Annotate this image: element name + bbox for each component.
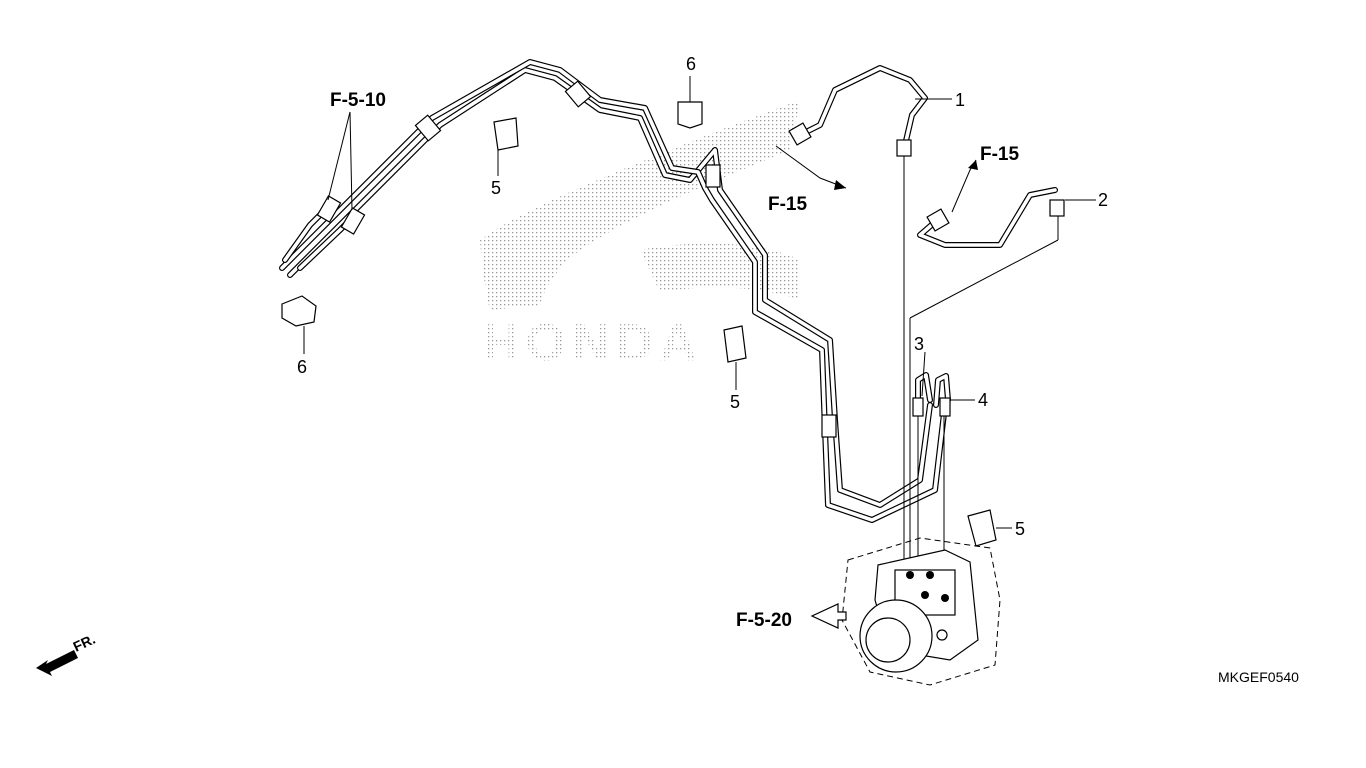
reference-arrows — [327, 98, 1096, 629]
brake-pipe-2 — [909, 187, 1065, 570]
ref-f-5-20: F-5-20 — [736, 610, 792, 631]
brake-pipe-1 — [788, 65, 928, 570]
callout-1: 1 — [955, 90, 965, 110]
clamp-5-right — [967, 509, 1012, 547]
abs-modulator-unit — [841, 537, 1001, 686]
ref-f-5-10: F-5-10 — [330, 90, 386, 111]
clamp-6-top — [677, 76, 703, 129]
callout-5-right: 5 — [1015, 519, 1025, 539]
front-arrow-icon — [36, 650, 78, 676]
brake-pipe-long — [279, 59, 948, 523]
rear-pipe-fittings — [282, 195, 366, 271]
diagram-code: MKGEF0540 — [1218, 669, 1299, 685]
honda-watermark: HONDA — [480, 100, 800, 372]
clamp-5-middle — [723, 325, 747, 390]
callout-3: 3 — [914, 334, 924, 354]
callout-6-top: 6 — [686, 54, 696, 74]
callout-2: 2 — [1098, 190, 1108, 210]
callout-5-upper-left: 5 — [491, 178, 501, 198]
front-label: FR. — [71, 631, 98, 655]
front-direction-indicator: FR. — [36, 631, 98, 676]
ref-f-15-right: F-15 — [980, 144, 1020, 165]
clamp-6-left — [281, 295, 317, 354]
callout-5-middle: 5 — [730, 392, 740, 412]
callout-4: 4 — [978, 390, 988, 410]
clamp-5-upper-left — [493, 117, 519, 176]
watermark-text: HONDA — [482, 314, 703, 372]
ref-f-15-left: F-15 — [768, 194, 808, 215]
callout-6-left: 6 — [297, 357, 307, 377]
